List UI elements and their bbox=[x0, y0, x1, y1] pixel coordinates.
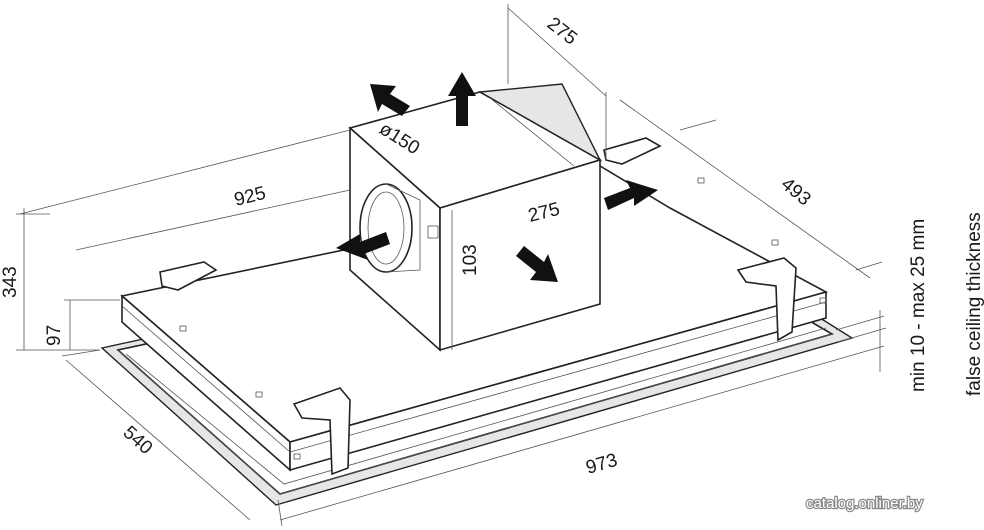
arrow-down-right-icon bbox=[516, 246, 558, 282]
arrow-up-left-icon bbox=[370, 84, 410, 116]
note-ceiling-thickness: false ceiling thickness bbox=[964, 212, 984, 396]
dim-depth-frame: 540 bbox=[119, 422, 157, 459]
dim-length-frame: 973 bbox=[584, 450, 620, 479]
dim-depth-top: 493 bbox=[777, 174, 815, 210]
watermark: catalog.onliner.by bbox=[805, 494, 925, 513]
airflow-arrows bbox=[336, 72, 658, 282]
arrow-left-icon bbox=[336, 232, 390, 260]
watermark-text: catalog.onliner.by bbox=[806, 495, 923, 512]
arrow-up-icon bbox=[448, 72, 476, 126]
dim-height-body: 97 bbox=[44, 325, 65, 346]
dim-motor-height: 103 bbox=[460, 244, 481, 276]
arrow-right-icon bbox=[604, 180, 658, 210]
dim-length-top: 925 bbox=[232, 183, 268, 211]
note-min-max: min 10 - max 25 mm bbox=[908, 219, 929, 392]
mounting-brackets bbox=[159, 137, 797, 476]
dim-height-total: 343 bbox=[0, 266, 21, 298]
dimension-lines bbox=[16, 4, 887, 527]
